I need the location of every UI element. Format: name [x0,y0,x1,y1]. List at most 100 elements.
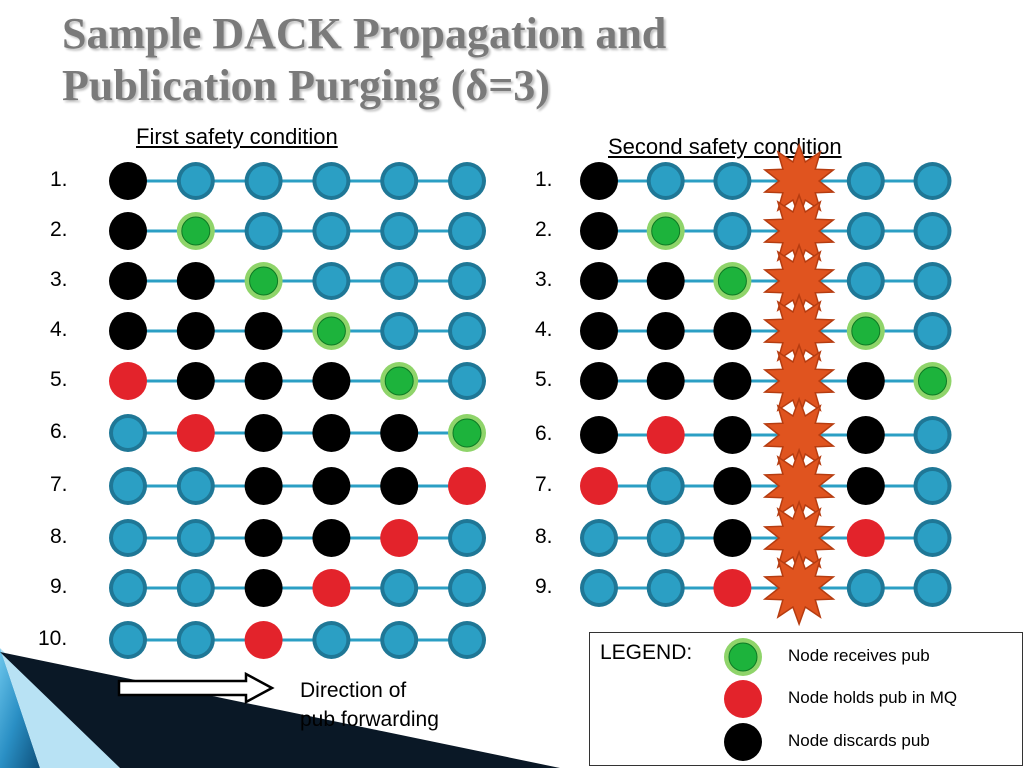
second-row-label: 1. [535,168,553,191]
first-row [109,362,486,400]
node-red [312,569,351,607]
node-black [580,312,618,350]
node-black [846,416,885,454]
node-blue [448,262,486,300]
first-row [109,467,486,505]
first-row-label: 1. [50,168,68,191]
node-red [846,519,885,557]
node-blue [448,162,486,200]
legend-title: LEGEND: [600,641,693,664]
node-blue [380,262,419,300]
first-row [109,162,486,200]
legend-swatch-green [724,638,762,676]
node-black [109,212,147,250]
node-blue [176,467,215,505]
first-row-label: 5. [50,368,68,391]
node-red [448,467,486,505]
direction-caption-line-2: pub forwarding [300,708,439,731]
node-blue [913,569,952,607]
node-black [244,569,283,607]
node-black [380,414,419,452]
node-blue [448,519,486,557]
node-blue [646,569,685,607]
node-blue [913,262,952,300]
first-row-label: 6. [50,420,68,443]
node-blue [713,212,752,250]
node-blue [312,212,351,250]
node-blue [244,212,283,250]
node-black [713,416,752,454]
node-blue [646,467,685,505]
node-black [646,312,685,350]
node-blue [380,162,419,200]
legend-discards-text: Node discards pub [788,731,930,750]
node-blue [109,569,147,607]
node-red [109,362,147,400]
direction-arrow [117,672,275,704]
node-black [646,362,685,400]
first-row-label: 9. [50,575,68,598]
second-row [580,396,952,474]
first-condition-heading: First safety condition [136,124,338,149]
first-row-label: 7. [50,473,68,496]
node-blue [448,569,486,607]
node-blue [913,467,952,505]
title-line-2: Publication Purging (δ=3) [62,61,550,110]
node-green [380,362,419,400]
node-red [176,414,215,452]
node-black [244,362,283,400]
first-row-label: 8. [50,525,68,548]
node-blue [646,162,685,200]
first-row [109,414,486,452]
legend-holds-text: Node holds pub in MQ [788,688,958,707]
node-green [846,312,885,350]
first-row [109,212,486,250]
first-row-label: 3. [50,268,68,291]
node-black [713,467,752,505]
first-row [109,262,486,300]
node-black [244,312,283,350]
node-black [176,262,215,300]
node-blue [312,262,351,300]
legend-swatch-black [724,723,762,761]
node-black [846,362,885,400]
node-blue [846,262,885,300]
node-black [109,262,147,300]
node-blue [913,519,952,557]
node-black [713,362,752,400]
node-green [312,312,351,350]
title-line-1: Sample DACK Propagation and [62,9,667,58]
node-black [580,416,618,454]
node-green [646,212,685,250]
node-blue [580,569,618,607]
second-row [580,447,952,525]
first-row [109,312,486,350]
node-blue [448,362,486,400]
first-row [109,621,486,659]
node-black [646,262,685,300]
node-blue [913,416,952,454]
node-black [109,162,147,200]
legend-swatch-red [724,680,762,718]
node-black [312,519,351,557]
node-black [176,312,215,350]
second-row-label: 5. [535,368,553,391]
node-green [176,212,215,250]
node-red [646,416,685,454]
node-blue [176,162,215,200]
node-blue [380,621,419,659]
node-green [448,414,486,452]
node-blue [109,467,147,505]
first-row-label: 10. [38,627,68,650]
node-black [580,362,618,400]
node-black [244,519,283,557]
node-black [713,519,752,557]
node-blue [448,621,486,659]
node-black [312,362,351,400]
node-black [176,362,215,400]
node-blue [913,312,952,350]
legend-swatches [724,638,762,761]
node-blue [913,162,952,200]
legend: LEGEND: Node receives pub Node holds pub… [589,632,1023,766]
